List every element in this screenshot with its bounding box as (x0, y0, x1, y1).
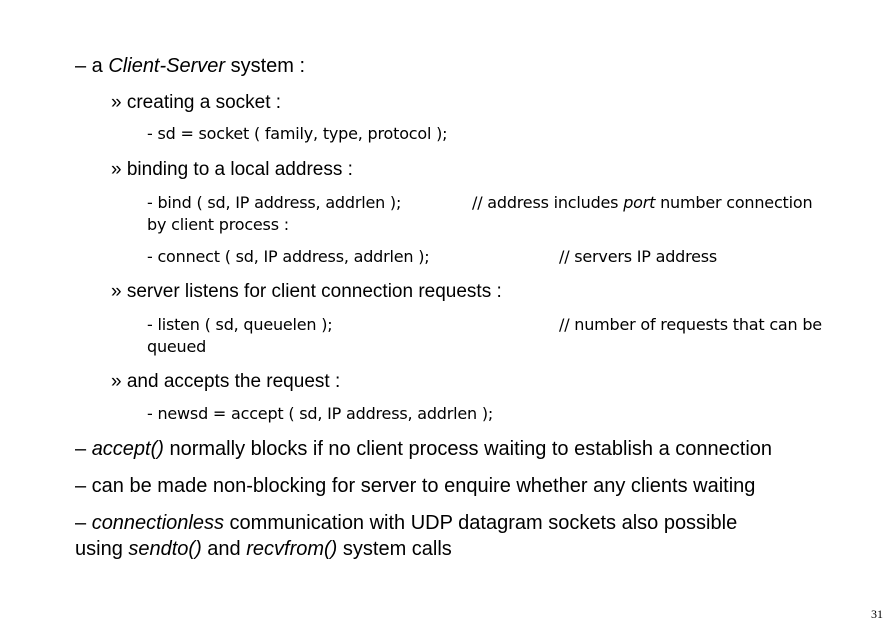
comment-bind: // address includes port number connecti… (472, 193, 813, 212)
bullet-connectionless-line2: using sendto() and recvfrom() system cal… (75, 538, 452, 560)
code-bind-wrap: by client process : (147, 215, 289, 234)
comment-listen: // number of requests that can be (559, 315, 822, 334)
dash: – a (75, 55, 109, 77)
recvfrom-function: recvfrom() (246, 538, 338, 560)
bullet-accept-blocks: – accept() normally blocks if no client … (75, 438, 773, 460)
sub-bullet-text: creating a socket : (126, 92, 282, 113)
item-text: system : (225, 55, 306, 77)
sub-bullet-listen: » server listens for client connection r… (111, 281, 502, 303)
bullet-non-blocking: – can be made non-blocking for server to… (75, 475, 756, 497)
connectionless-term: connectionless (91, 512, 224, 534)
code-accept: - newsd = accept ( sd, IP address, addrl… (147, 404, 494, 423)
chevron-bullet-icon: » (111, 281, 127, 302)
bullet-connectionless: – connectionless communication with UDP … (75, 512, 738, 534)
chevron-bullet-icon: » (111, 159, 127, 180)
port-term: port (623, 193, 656, 212)
code-connect: - connect ( sd, IP address, addrlen ); (147, 247, 430, 266)
sub-bullet-accept: » and accepts the request : (111, 371, 340, 393)
chevron-bullet-icon: » (111, 92, 127, 113)
client-server-term: Client-Server (108, 55, 226, 77)
sub-bullet-creating-socket: » creating a socket : (111, 92, 281, 114)
accept-function: accept() (91, 438, 164, 460)
code-listen: - listen ( sd, queuelen ); (147, 315, 333, 334)
code-listen-wrap: queued (147, 337, 207, 356)
sub-bullet-text: binding to a local address : (126, 159, 353, 180)
code-socket: - sd = socket ( family, type, protocol )… (147, 124, 448, 143)
bullet-client-server: – a Client-Server system : (75, 55, 305, 78)
page-number: 31 (871, 607, 883, 621)
sub-bullet-text: server listens for client connection req… (126, 281, 502, 302)
comment-connect: // servers IP address (559, 247, 718, 266)
sub-bullet-text: and accepts the request : (126, 371, 341, 392)
sendto-function: sendto() (128, 538, 202, 560)
sub-bullet-binding: » binding to a local address : (111, 159, 353, 181)
code-bind: - bind ( sd, IP address, addrlen ); (147, 193, 402, 212)
chevron-bullet-icon: » (111, 371, 127, 392)
